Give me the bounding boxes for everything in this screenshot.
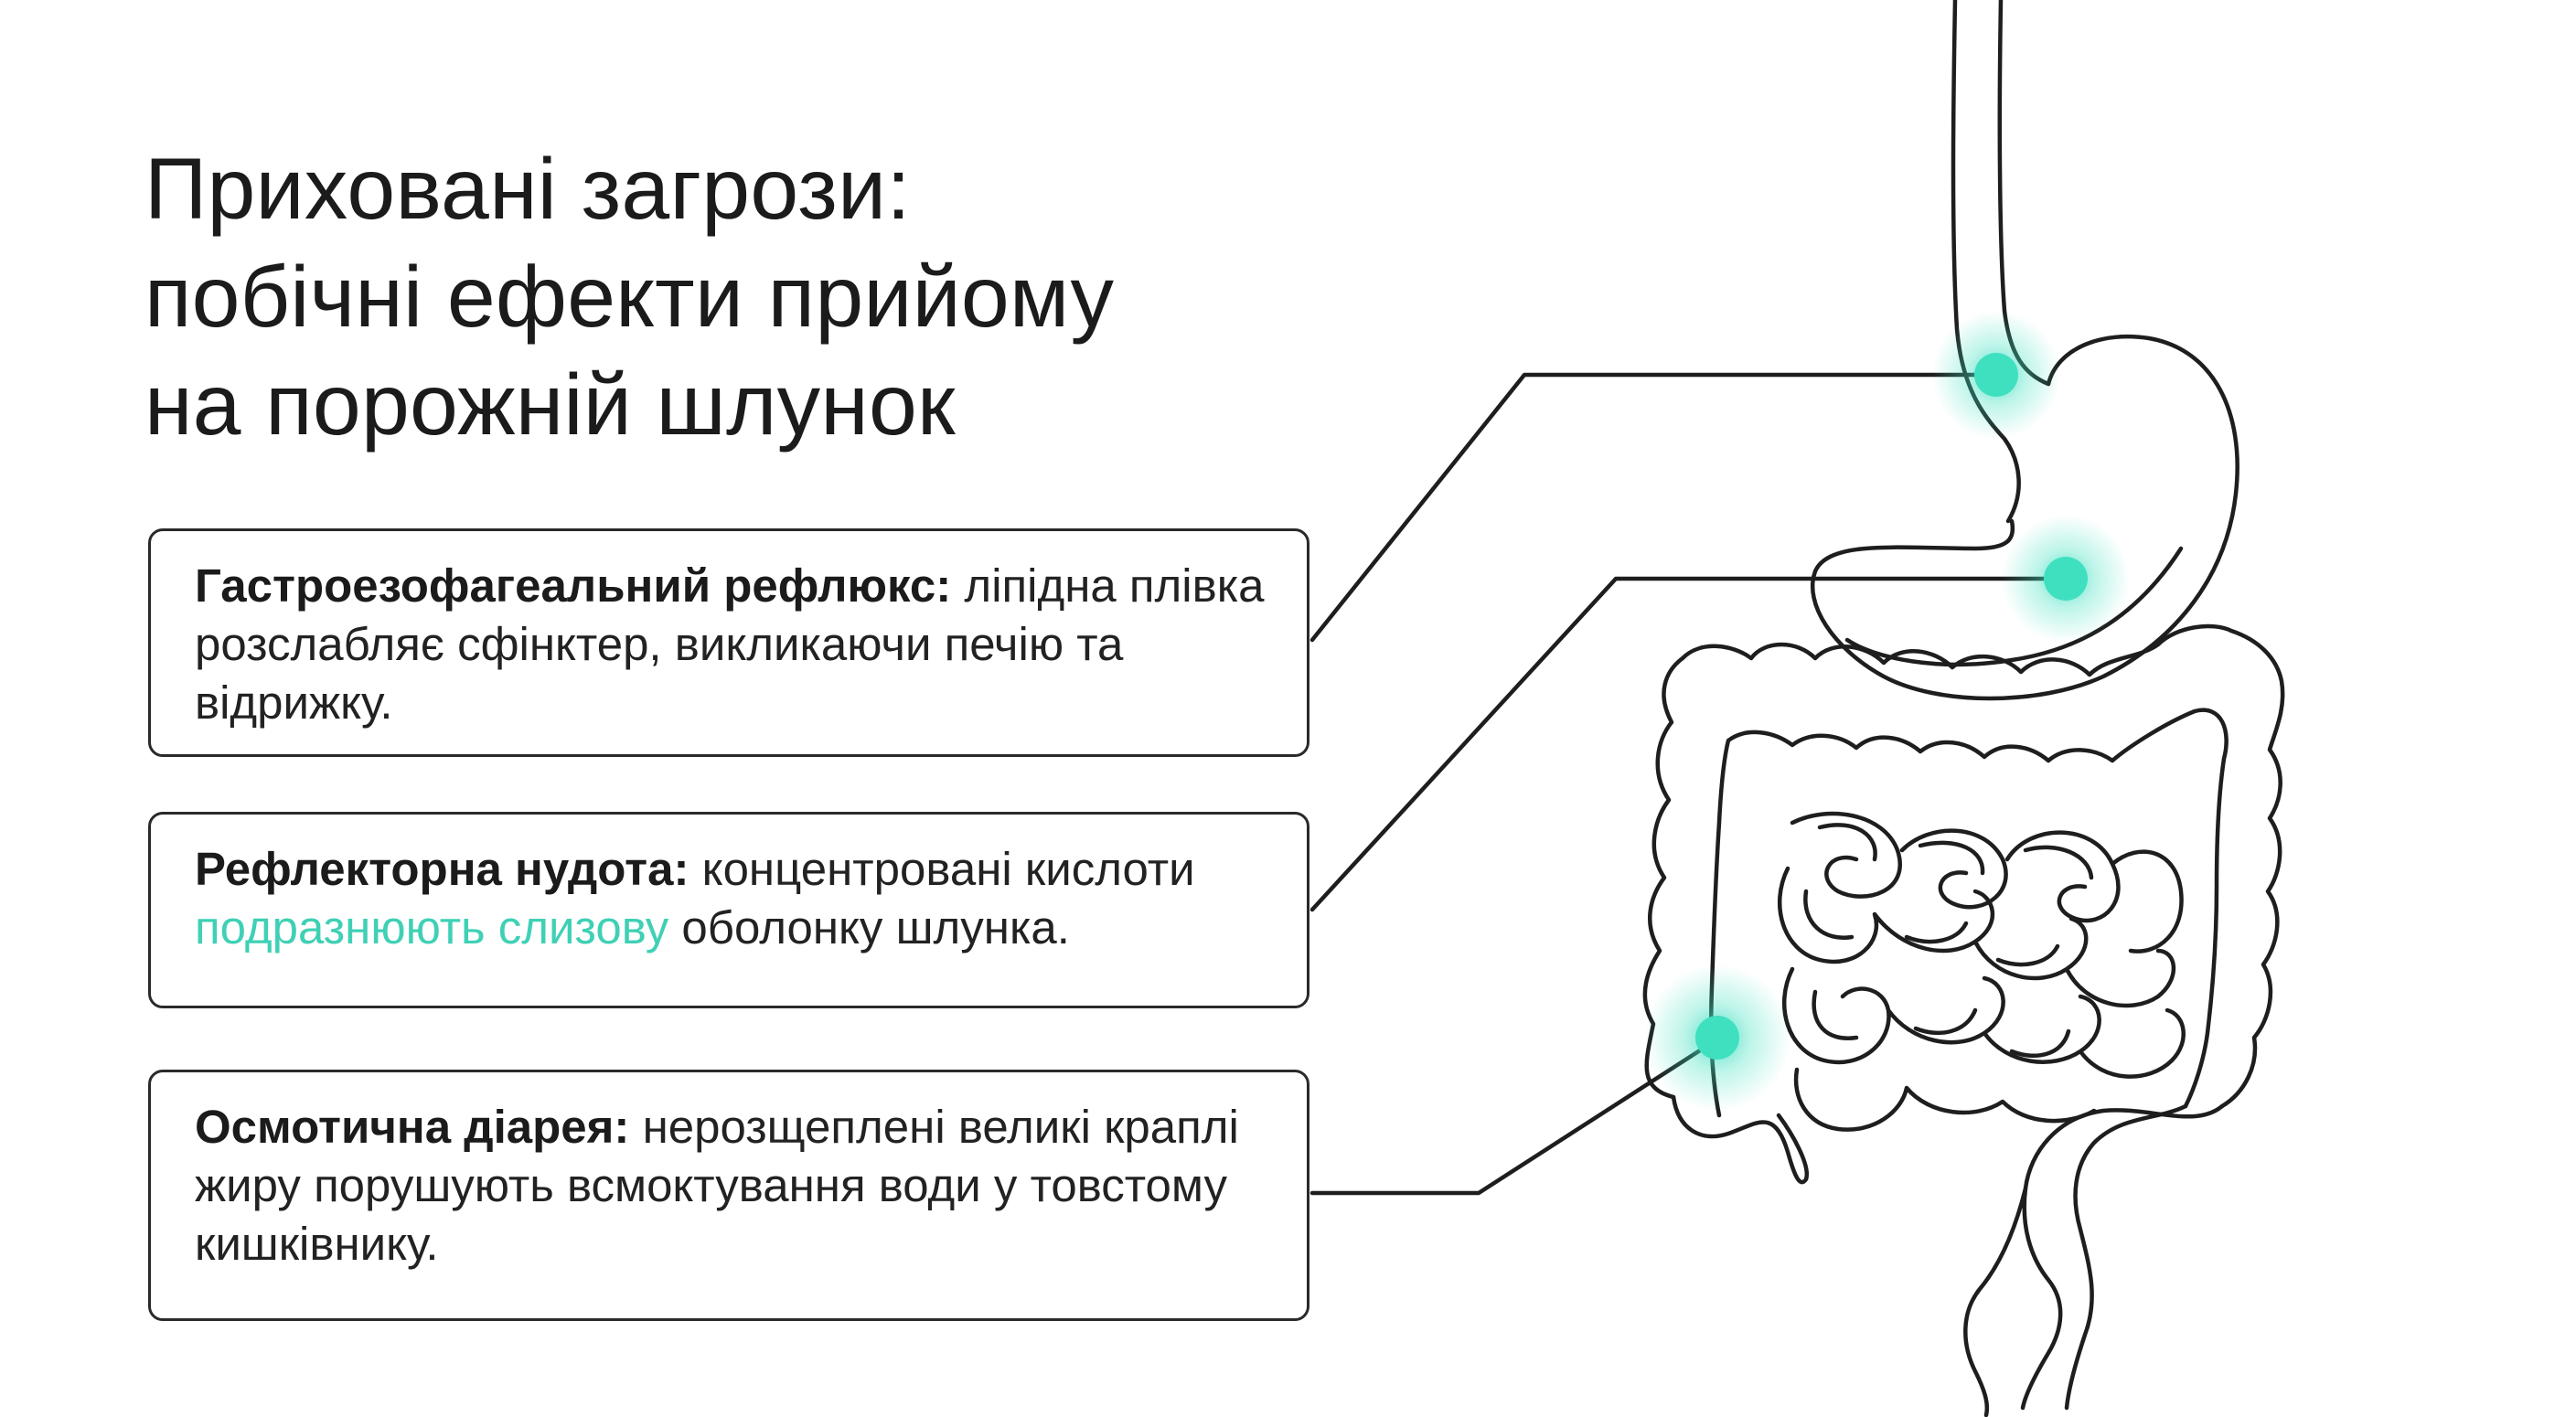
leader-line-diarrhea — [1309, 1039, 1716, 1196]
title-line-2: побічні ефекти прийому — [144, 249, 1115, 346]
rectum-inner — [2064, 1103, 2188, 1411]
callout-body: ліпідна плівка розслабляє сфінктер, викл… — [195, 559, 1265, 729]
glow-marker-reflux-halo — [1932, 311, 2060, 439]
callout-highlight: подразнюють слизову — [195, 901, 669, 954]
callout-card-nausea: Рефлекторна нудота: концентровані кислот… — [148, 812, 1309, 1008]
glow-marker-reflux — [1974, 353, 2018, 397]
callout-heading: Рефлекторна нудота: — [195, 843, 689, 895]
callout-body: нерозщеплені великі краплі жиру порушуют… — [195, 1101, 1239, 1270]
callout-heading: Гастроезофагеальний рефлюкс: — [195, 559, 952, 612]
esophagus-outline-inner — [1997, 0, 2051, 387]
callout-card-reflux: Гастроезофагеальний рефлюкс: ліпідна плі… — [148, 528, 1309, 757]
callout-body-end: оболонку шлунка. — [668, 901, 1070, 954]
small-intestine — [1778, 811, 2186, 1132]
callout-heading: Осмотична діарея: — [195, 1101, 630, 1153]
callout-card-diarrhea: Осмотична діарея: нерозщеплені великі кр… — [148, 1070, 1309, 1321]
stomach-outline — [1810, 334, 2239, 701]
glow-marker-diarrhea — [1695, 1016, 1739, 1060]
rectum-outer — [1963, 1186, 2028, 1417]
colon-outer — [1642, 623, 2285, 1109]
title-line-1: Приховані загрози: — [144, 141, 911, 238]
page-title: Приховані загрози: побічні ефекти прийом… — [144, 135, 1114, 459]
title-line-3: на порожній шлунок — [144, 357, 956, 453]
leader-line-nausea — [1309, 576, 2068, 912]
callout-text: Рефлекторна нудота: концентровані кислот… — [195, 840, 1267, 957]
stomach-inner-curve — [1844, 546, 2184, 667]
colon-inner — [1709, 708, 2229, 1118]
glow-marker-nausea-halo — [2002, 515, 2130, 643]
callout-text: Осмотична діарея: нерозщеплені великі кр… — [195, 1098, 1267, 1273]
esophagus-outline — [1951, 0, 2021, 524]
small-intestine-inner — [1803, 823, 2094, 1059]
appendix — [1671, 1094, 1810, 1185]
leader-line-reflux — [1309, 372, 1999, 643]
glow-marker-nausea — [2044, 557, 2088, 601]
glow-markers — [1644, 311, 2130, 1111]
rectum — [2020, 1103, 2225, 1411]
callout-text: Гастроезофагеальний рефлюкс: ліпідна плі… — [195, 557, 1267, 732]
callout-body: концентровані кислоти — [689, 843, 1195, 895]
glow-marker-diarrhea-halo — [1644, 964, 1790, 1111]
